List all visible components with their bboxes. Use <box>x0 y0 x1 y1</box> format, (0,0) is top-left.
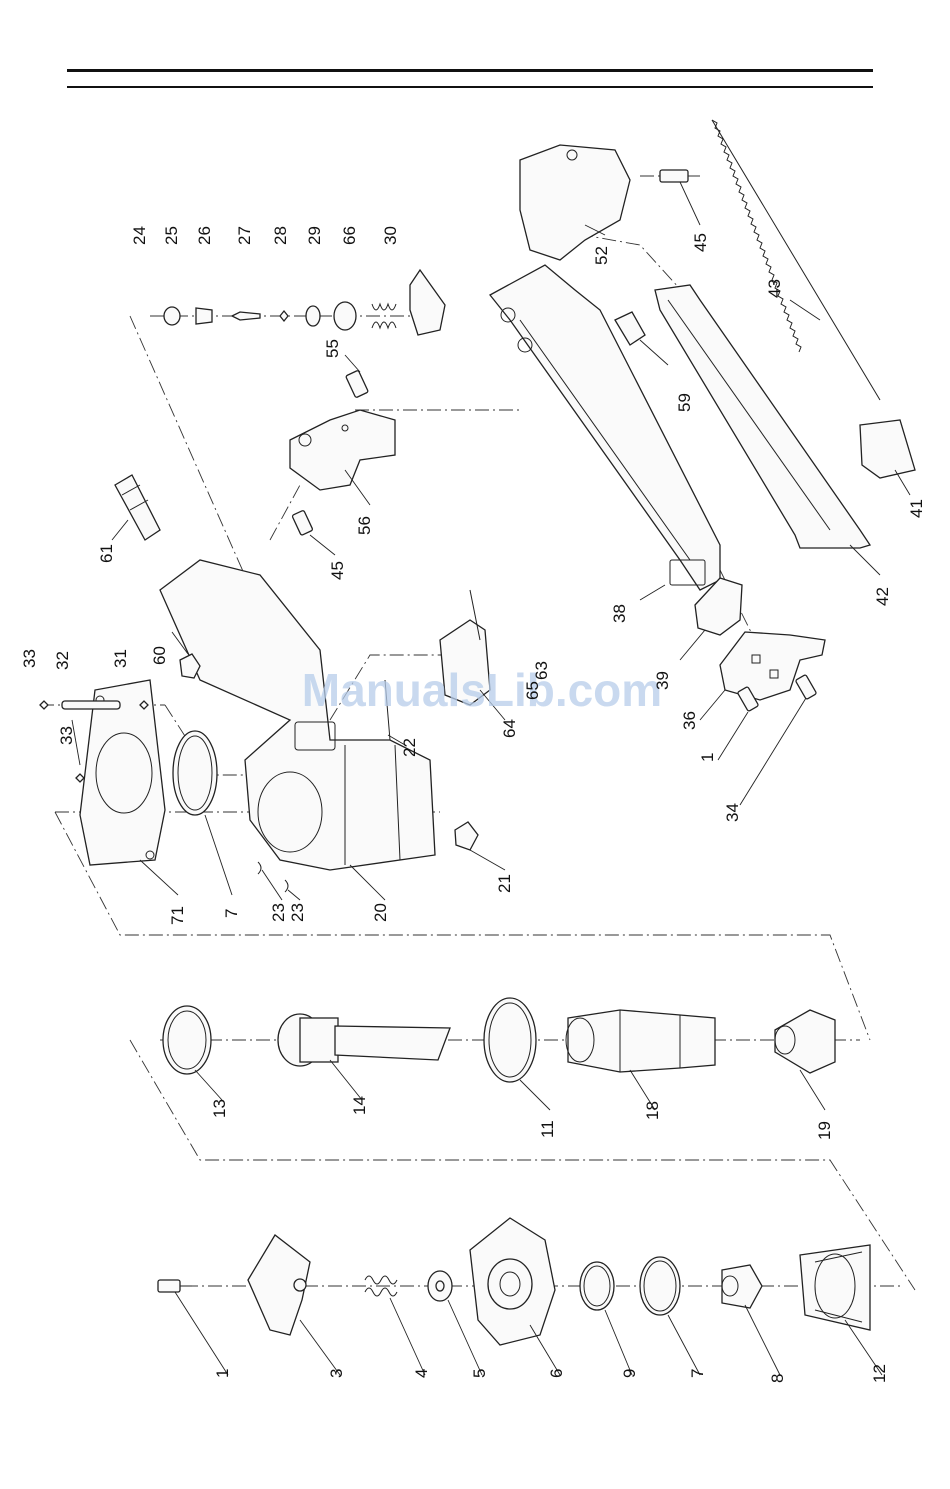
part-label-65: 65 <box>523 681 542 700</box>
pusher-41 <box>860 420 915 495</box>
piston-14 <box>278 1014 450 1100</box>
screw-1 <box>158 1280 228 1375</box>
bumper-19 <box>775 1010 835 1110</box>
part-label-71: 71 <box>168 906 187 925</box>
part-label-33a: 33 <box>20 649 39 668</box>
oring-13 <box>163 1006 222 1100</box>
cylinder-18 <box>566 1010 715 1110</box>
part-label-1: 1 <box>213 1369 232 1378</box>
part-label-60: 60 <box>150 646 169 665</box>
screw-45-left <box>292 510 335 555</box>
part-label-45a: 45 <box>328 561 347 580</box>
part-label-64: 64 <box>500 719 519 738</box>
part-label-22: 22 <box>400 738 419 757</box>
part-label-32: 32 <box>53 651 72 670</box>
part-label-26: 26 <box>195 226 214 245</box>
part-label-23b: 23 <box>288 903 307 922</box>
part-label-7a: 7 <box>222 909 241 918</box>
part-label-12: 12 <box>870 1364 889 1383</box>
part-label-13: 13 <box>210 1099 229 1118</box>
part-label-33b: 33 <box>57 726 76 745</box>
part-label-25: 25 <box>162 226 181 245</box>
part-label-8: 8 <box>768 1374 787 1383</box>
part-label-20: 20 <box>371 903 390 922</box>
oring-9 <box>580 1262 632 1375</box>
cap-21 <box>455 822 505 870</box>
part-label-21: 21 <box>495 874 514 893</box>
part-label-34: 34 <box>723 803 742 822</box>
part-label-11: 11 <box>538 1120 557 1138</box>
part-label-14: 14 <box>350 1096 369 1115</box>
part-label-5: 5 <box>470 1369 489 1378</box>
part-label-9: 9 <box>620 1369 639 1378</box>
part-label-63: 63 <box>532 661 551 680</box>
part-label-3: 3 <box>327 1369 346 1378</box>
part-label-56: 56 <box>355 516 374 535</box>
part-label-24: 24 <box>130 226 149 245</box>
screw-1-upper <box>718 686 759 760</box>
valve-stack-24-30 <box>164 270 445 335</box>
part-label-59: 59 <box>675 393 694 412</box>
part-label-23a: 23 <box>269 903 288 922</box>
retaining-rings-23 <box>258 862 300 900</box>
part-label-41: 41 <box>907 499 926 518</box>
head-valve-6 <box>470 1218 560 1375</box>
part-label-61: 61 <box>97 544 116 563</box>
part-label-43: 43 <box>765 279 784 298</box>
screw-45-right <box>660 170 700 225</box>
part-label-30: 30 <box>381 226 400 245</box>
part-label-36: 36 <box>680 711 699 730</box>
part-label-45b: 45 <box>691 233 710 252</box>
oring-7-lower <box>640 1257 700 1375</box>
cap-3 <box>248 1235 340 1375</box>
assembly-center-lines <box>40 176 915 1290</box>
part-label-52: 52 <box>592 246 611 265</box>
part-label-18: 18 <box>643 1101 662 1120</box>
part-label-39: 39 <box>653 671 672 690</box>
cage-12 <box>800 1245 882 1375</box>
gasket-7-upper <box>173 731 232 895</box>
part-label-38: 38 <box>610 604 629 623</box>
spring-4 <box>365 1276 425 1375</box>
part-label-42: 42 <box>873 587 892 606</box>
watermark-text: ManualsLib.com <box>302 664 662 716</box>
housing-20 <box>160 560 435 900</box>
part-label-4: 4 <box>412 1369 431 1378</box>
nose-52 <box>520 145 630 260</box>
part-label-31: 31 <box>111 649 130 668</box>
bumper-8 <box>722 1265 780 1375</box>
oring-11 <box>484 998 550 1110</box>
screw-55 <box>345 355 368 398</box>
part-label-6: 6 <box>547 1369 566 1378</box>
part-label-27: 27 <box>235 226 254 245</box>
cap-71 <box>80 680 178 895</box>
part-label-7b: 7 <box>688 1369 707 1378</box>
part-label-55: 55 <box>323 339 342 358</box>
part-label-29: 29 <box>305 226 324 245</box>
part-label-1b: 1 <box>698 753 717 762</box>
part-label-19: 19 <box>815 1121 834 1140</box>
part-label-28: 28 <box>271 226 290 245</box>
part-label-66: 66 <box>340 226 359 245</box>
fitting-61 <box>112 475 160 540</box>
trigger-bracket-56 <box>290 410 395 505</box>
